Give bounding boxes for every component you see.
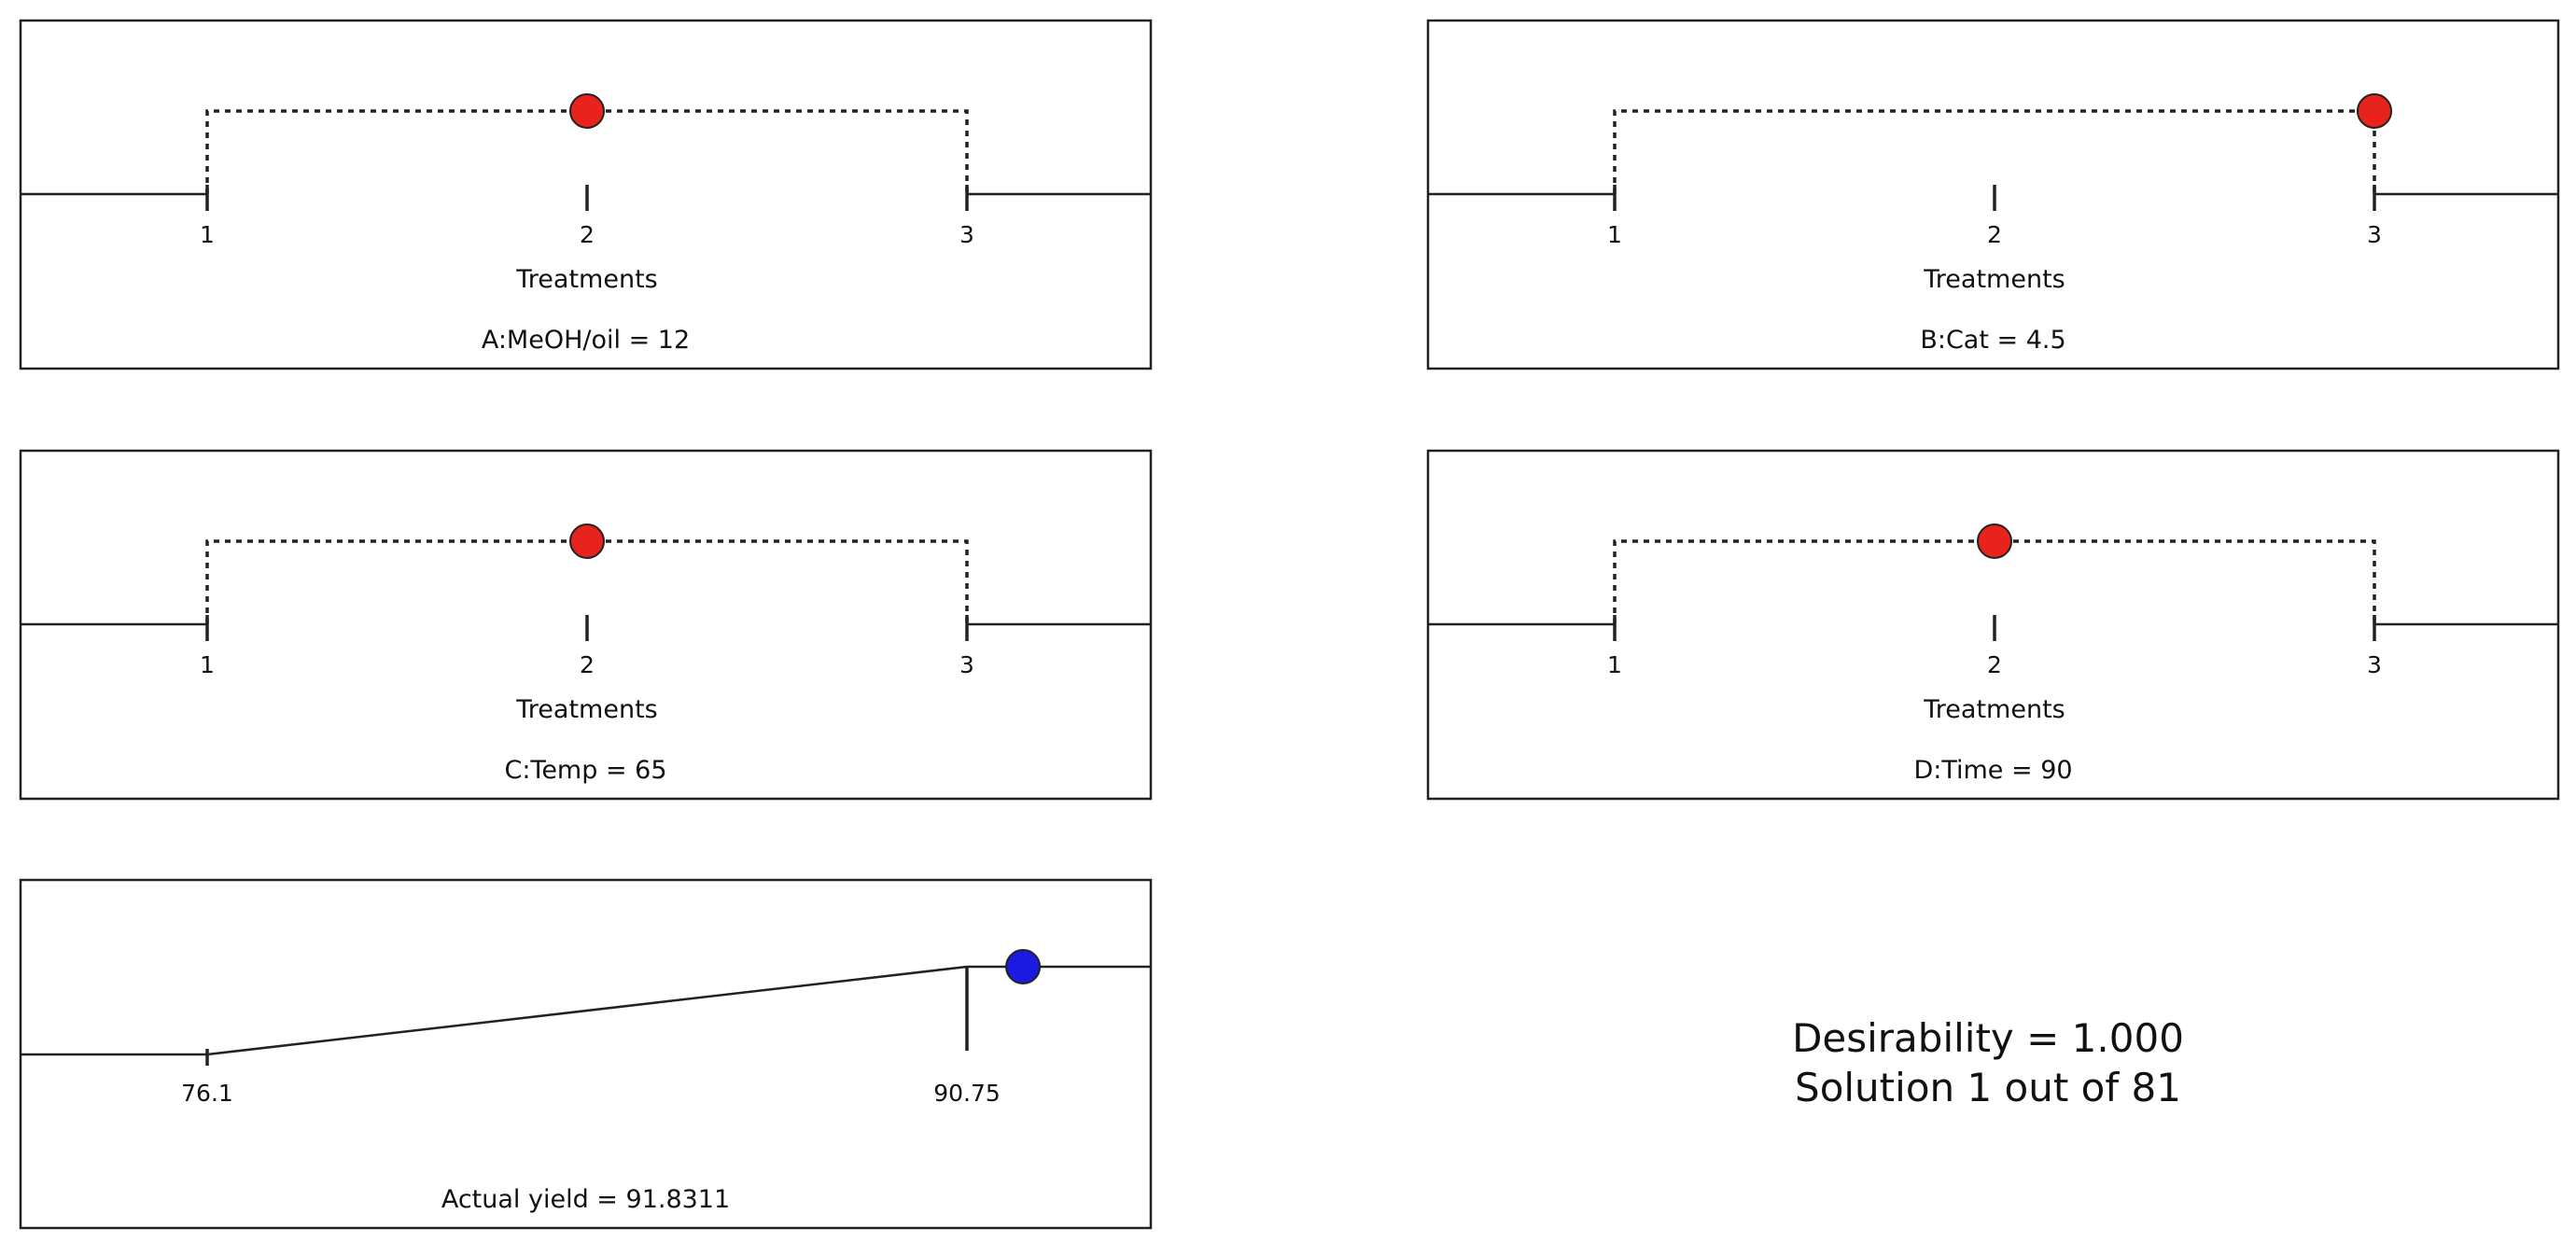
tick-label: 2 xyxy=(580,221,595,248)
setting-point xyxy=(1977,523,2012,559)
setting-point xyxy=(2357,93,2392,129)
tick-label: 1 xyxy=(1607,221,1622,248)
tick-label: 3 xyxy=(959,651,974,678)
response-ramp-line xyxy=(21,965,1151,1056)
setting-point xyxy=(569,93,605,129)
tick-label: 76.1 xyxy=(181,1080,233,1107)
setting-point xyxy=(569,523,605,559)
tick-label: 1 xyxy=(1607,651,1622,678)
x-axis-title: Treatments xyxy=(515,695,657,724)
range-bracket xyxy=(1613,109,2376,194)
tick-label: 1 xyxy=(200,651,215,678)
factor-setting-label: A:MeOH/oil = 12 xyxy=(482,326,690,355)
tick-label: 2 xyxy=(580,651,595,678)
factor-setting-label: B:Cat = 4.5 xyxy=(1920,326,2065,355)
solution-text: Solution 1 out of 81 xyxy=(1795,1065,2181,1110)
factor-setting-label: Actual yield = 91.8311 xyxy=(441,1185,730,1214)
tick-label: 3 xyxy=(959,221,974,248)
desirability-text: Desirability = 1.000 xyxy=(1792,1015,2184,1061)
factor-setting-label: C:Temp = 65 xyxy=(504,756,666,785)
tick-label: 3 xyxy=(2367,221,2382,248)
x-axis-title: Treatments xyxy=(1923,265,2065,294)
tick-label: 1 xyxy=(200,221,215,248)
tick-label: 2 xyxy=(1987,651,2002,678)
x-axis-title: Treatments xyxy=(515,265,657,294)
response-point xyxy=(1005,949,1042,984)
tick-label: 90.75 xyxy=(933,1080,1001,1107)
x-axis-title: Treatments xyxy=(1923,695,2065,724)
tick-label: 3 xyxy=(2367,651,2382,678)
tick-label: 2 xyxy=(1987,221,2002,248)
factor-setting-label: D:Time = 90 xyxy=(1913,756,2072,785)
